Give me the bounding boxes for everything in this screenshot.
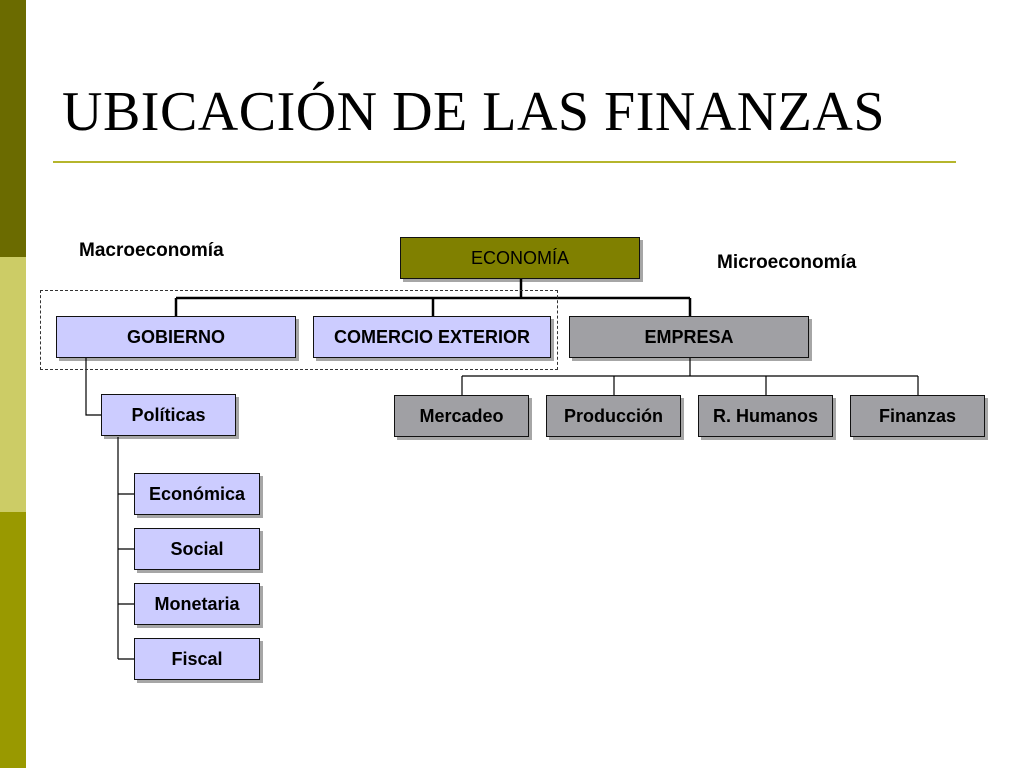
node-economia: ECONOMÍA bbox=[400, 237, 640, 279]
microeconomia-label: Microeconomía bbox=[717, 252, 857, 273]
node-fiscal: Fiscal bbox=[134, 638, 260, 680]
node-finanzas: Finanzas bbox=[850, 395, 985, 437]
node-politicas: Políticas bbox=[101, 394, 236, 436]
macroeconomia-label: Macroeconomía bbox=[79, 240, 224, 261]
title-underline bbox=[53, 161, 956, 163]
side-bar-top bbox=[0, 0, 26, 257]
slide-title: UBICACIÓN DE LAS FINANZAS bbox=[62, 81, 885, 143]
node-produccion: Producción bbox=[546, 395, 681, 437]
node-gobierno: GOBIERNO bbox=[56, 316, 296, 358]
node-comercio-exterior: COMERCIO EXTERIOR bbox=[313, 316, 551, 358]
node-social: Social bbox=[134, 528, 260, 570]
node-economica: Económica bbox=[134, 473, 260, 515]
node-r-humanos: R. Humanos bbox=[698, 395, 833, 437]
node-empresa: EMPRESA bbox=[569, 316, 809, 358]
macro-group-outline bbox=[40, 290, 558, 370]
node-mercadeo: Mercadeo bbox=[394, 395, 529, 437]
side-bar-bottom bbox=[0, 512, 26, 768]
side-bar-middle bbox=[0, 257, 26, 512]
node-monetaria: Monetaria bbox=[134, 583, 260, 625]
